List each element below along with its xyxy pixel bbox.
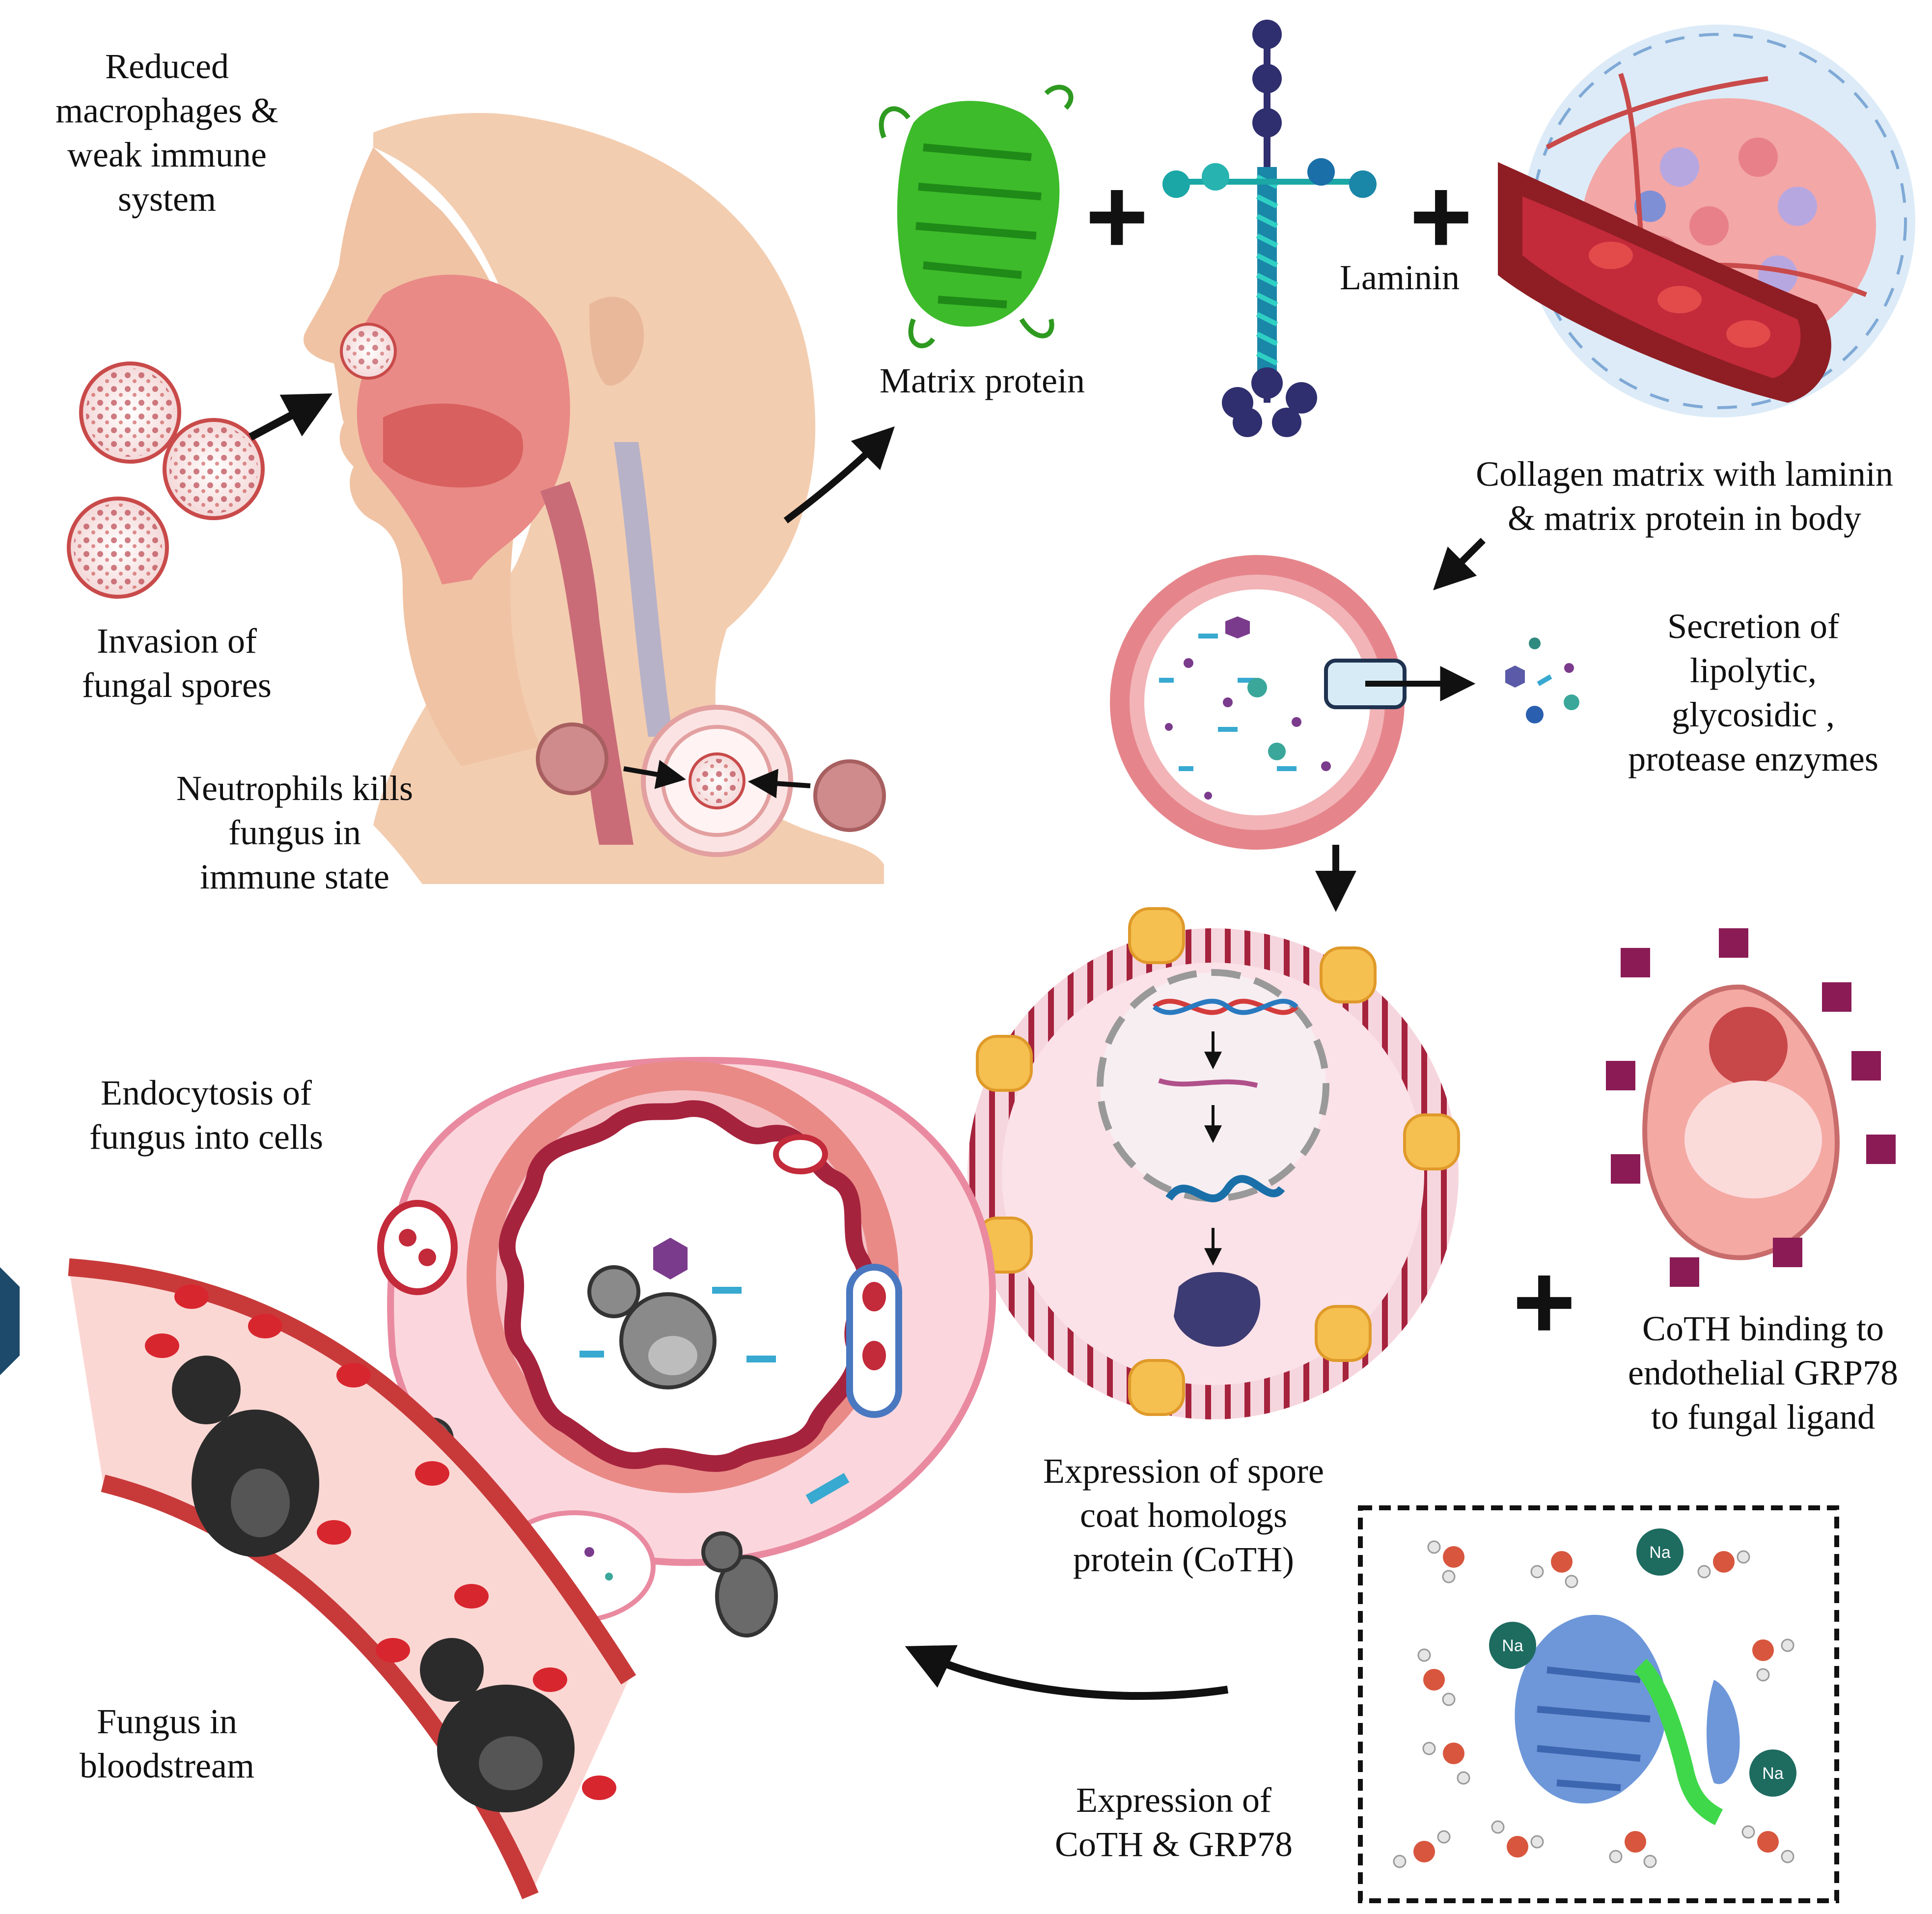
label-matrix-protein: Matrix protein [880, 361, 1085, 400]
endothelial-cell [1606, 928, 1896, 1287]
spore [163, 418, 265, 520]
label-reduced-macrophages: Reduced macrophages & weak immune system [55, 47, 278, 219]
neutrophil [536, 722, 608, 795]
laminin-molecule [1162, 20, 1377, 437]
label-secretion-enzymes: Secretion of lipolytic, glycosidic , pro… [1628, 607, 1878, 778]
sodium-ion: Na [1636, 1528, 1684, 1576]
plus-sign: + [1409, 156, 1473, 277]
spore [79, 361, 181, 464]
fungus-in-blood [420, 1638, 575, 1812]
neutrophil-interaction [536, 705, 886, 857]
grp78-structure-box: Na Na Na [1358, 1505, 1839, 1903]
coth-protein [1174, 1272, 1261, 1347]
fungus-in-blood [172, 1356, 319, 1557]
arrow-to-fungal-cell [1433, 538, 1486, 590]
polypeptide [1165, 1175, 1285, 1202]
villus-lining [498, 1100, 874, 1472]
label-endocytosis: Endocytosis of fungus into cells [89, 1073, 323, 1157]
bloodstream-vessel [68, 1258, 636, 1899]
head-section [304, 113, 884, 884]
neutrophil [813, 759, 886, 832]
label-collagen-matrix: Collagen matrix with laminin & matrix pr… [1476, 454, 1893, 538]
nucleus [1709, 1007, 1788, 1085]
invasion-arrow [248, 393, 332, 441]
water-molecules [1393, 1540, 1794, 1868]
mrna [1158, 1078, 1258, 1088]
fungus-in-cell [701, 1531, 778, 1637]
sodium-label: Na [1502, 1637, 1523, 1655]
spine [614, 442, 673, 737]
plus-sign: + [1513, 1241, 1576, 1362]
sodium-ion: Na [1489, 1622, 1536, 1669]
sodium-label: Na [1649, 1543, 1671, 1562]
curved-arrow-to-tissue [905, 1645, 1229, 1700]
spore [67, 497, 169, 599]
protein-structure [1515, 1614, 1740, 1826]
fungal-cell [1110, 555, 1407, 850]
nucleus [1097, 969, 1329, 1202]
sodium-ion: Na [1749, 1749, 1796, 1797]
fungal-spores [67, 361, 265, 599]
label-invasion-fungal-spores: Invasion of fungal spores [82, 621, 272, 705]
fungus-inside-lumen [587, 1265, 717, 1389]
curved-arrow-to-matrix [783, 426, 895, 524]
label-expression-coth-grp78: Expression of CoTH & GRP78 [1054, 1780, 1293, 1864]
label-expression-spore-coat: Expression of spore coat homologs protei… [1043, 1451, 1324, 1579]
label-coth-binding: CoTH binding to endothelial GRP78 to fun… [1628, 1309, 1898, 1437]
capillary [773, 1134, 828, 1174]
matrix-protein [879, 84, 1074, 349]
secreted-enzymes [1505, 638, 1579, 723]
label-neutrophils: Neutrophils kills fungus in immune state [176, 769, 413, 896]
partial-icon [0, 1267, 20, 1375]
tissue-cross-section [377, 1056, 996, 1637]
sodium-label: Na [1762, 1764, 1784, 1783]
plus-sign: + [1085, 156, 1149, 277]
capillary [377, 1200, 458, 1295]
capillary-blue [846, 1264, 902, 1418]
mouth-tongue [383, 403, 524, 488]
label-fungus-bloodstream: Fungus in bloodstream [80, 1702, 254, 1785]
spore-coat-cell [967, 907, 1460, 1419]
throat [540, 481, 634, 845]
ear [589, 297, 644, 386]
label-laminin: Laminin [1340, 258, 1460, 297]
grp78-receptors [1606, 928, 1896, 1287]
collagen-matrix [1498, 25, 1915, 417]
